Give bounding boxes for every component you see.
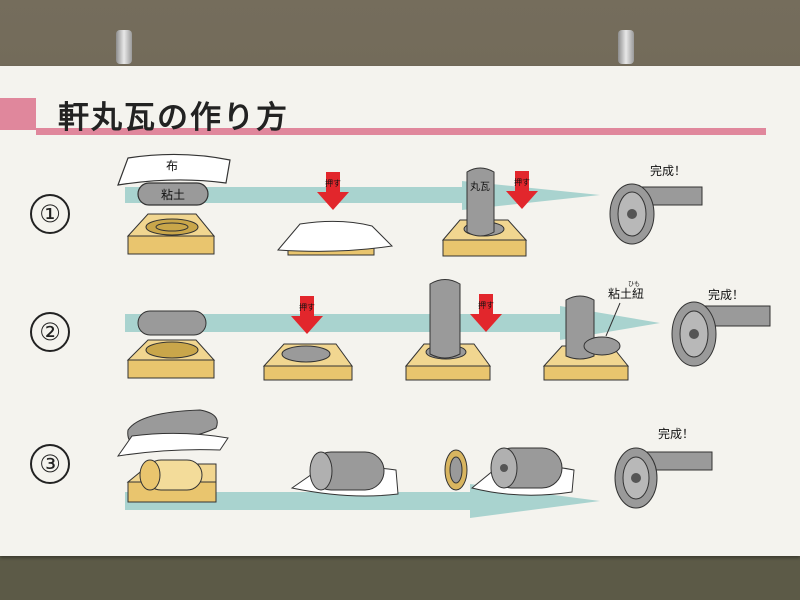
svg-text:押す: 押す	[514, 177, 530, 187]
svg-text:押す: 押す	[478, 300, 494, 310]
flow-arrow-2	[125, 306, 660, 340]
finished-tile-2	[671, 301, 771, 367]
cloth-sheet-1: 布	[117, 153, 231, 186]
clay-slab-1: 粘土	[137, 182, 209, 206]
svg-text:押す: 押す	[325, 178, 341, 188]
done-label-3: 完成！	[658, 426, 694, 441]
coil-leader-line	[605, 302, 621, 337]
press-arrow-2b: 押す	[470, 294, 502, 332]
row-1: 布 粘土 押す 丸瓦 押す	[117, 153, 703, 257]
mounting-clip-right	[618, 30, 634, 64]
round-tile-1: 丸瓦	[441, 167, 528, 257]
row-3: 完成！	[116, 409, 713, 518]
press-arrow-1a: 押す	[317, 172, 349, 210]
mold-1	[126, 213, 216, 255]
press-arrow-2a: 押す	[291, 296, 323, 334]
mounting-clip-left	[116, 30, 132, 64]
mold-2	[126, 339, 216, 379]
step-number-1: ①	[30, 194, 70, 234]
svg-text:押す: 押す	[299, 302, 315, 312]
finished-tile-3	[614, 447, 713, 509]
round-tile-2	[404, 279, 491, 381]
clay-sheet-3	[116, 409, 229, 457]
floor-strip	[0, 556, 800, 600]
title-accent-bar	[0, 98, 36, 130]
done-label-1: 完成！	[650, 163, 686, 178]
coil-label: 粘土紐	[608, 286, 644, 301]
done-label-2: 完成！	[708, 287, 744, 302]
row-2: 押す 押す ひも 粘土紐 完成！	[125, 279, 771, 381]
page-title: 軒丸瓦の作り方	[58, 100, 289, 136]
cloth-label: 布	[166, 159, 178, 173]
display-board	[0, 66, 800, 556]
flow-arrow-3	[125, 484, 600, 518]
round-tile-label: 丸瓦	[470, 180, 490, 193]
title-underline	[36, 128, 766, 135]
step-number-3: ③	[30, 444, 70, 484]
mold-with-clay-2	[262, 343, 353, 381]
coil-ruby: ひも	[628, 281, 640, 288]
attached-face-3	[470, 447, 575, 496]
clay-label: 粘土	[161, 187, 185, 202]
mold-under-cloth-1	[276, 220, 394, 256]
step-number-2: ②	[30, 312, 70, 352]
coil-step-2	[542, 295, 630, 381]
clay-slab-2	[137, 310, 207, 336]
cylinder-mold-3	[126, 459, 217, 503]
wrapped-cylinder-3	[290, 451, 399, 497]
tile-face-3	[444, 449, 468, 491]
finished-tile-1	[609, 183, 703, 245]
press-arrow-1b: 押す	[506, 171, 538, 209]
